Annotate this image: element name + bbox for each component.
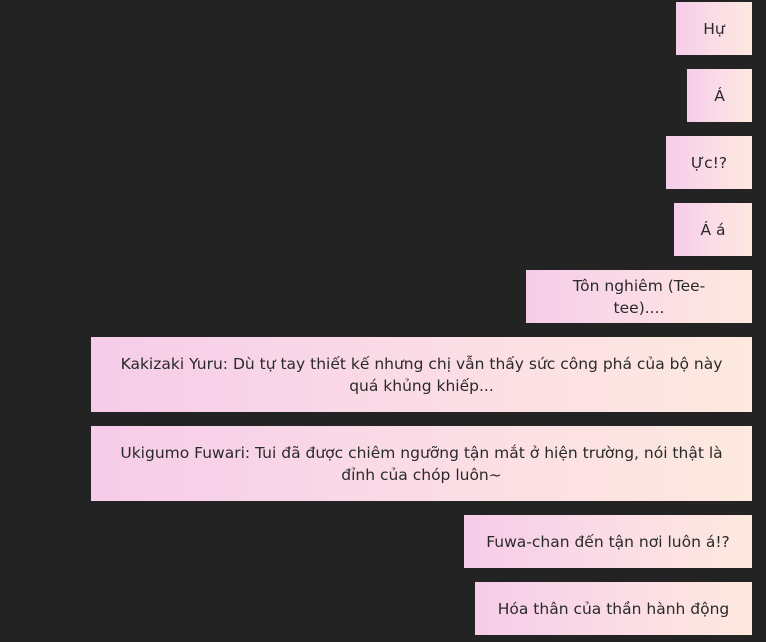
chat-bubble-text: Fuwa-chan đến tận nơi luôn á!? <box>486 532 730 551</box>
chat-bubble: Hự <box>676 2 752 55</box>
chat-bubble: Hóa thân của thần hành động <box>475 582 752 635</box>
chat-bubble: Ực!? <box>666 136 752 189</box>
chat-bubble: Á <box>687 69 752 122</box>
chat-bubble: Á á <box>674 203 752 256</box>
chat-bubble-text: Tôn nghiêm (Tee-tee).... <box>572 276 706 317</box>
chat-bubble: Fuwa-chan đến tận nơi luôn á!? <box>464 515 752 568</box>
chat-bubble: Ukigumo Fuwari: Tui đã được chiêm ngưỡng… <box>91 426 752 501</box>
chat-bubble: Tôn nghiêm (Tee-tee).... <box>526 270 752 323</box>
chat-bubble-text: Ukigumo Fuwari: Tui đã được chiêm ngưỡng… <box>120 443 723 484</box>
chat-bubble: Kakizaki Yuru: Dù tự tay thiết kế nhưng … <box>91 337 752 412</box>
chat-bubble-text: Hự <box>703 19 725 38</box>
chat-bubble-text: Á <box>714 86 725 105</box>
chat-bubble-text: Á á <box>700 220 726 239</box>
chat-bubble-text: Kakizaki Yuru: Dù tự tay thiết kế nhưng … <box>120 354 723 395</box>
chat-bubble-text: Ực!? <box>690 153 728 172</box>
chat-bubble-text: Hóa thân của thần hành động <box>497 599 730 618</box>
